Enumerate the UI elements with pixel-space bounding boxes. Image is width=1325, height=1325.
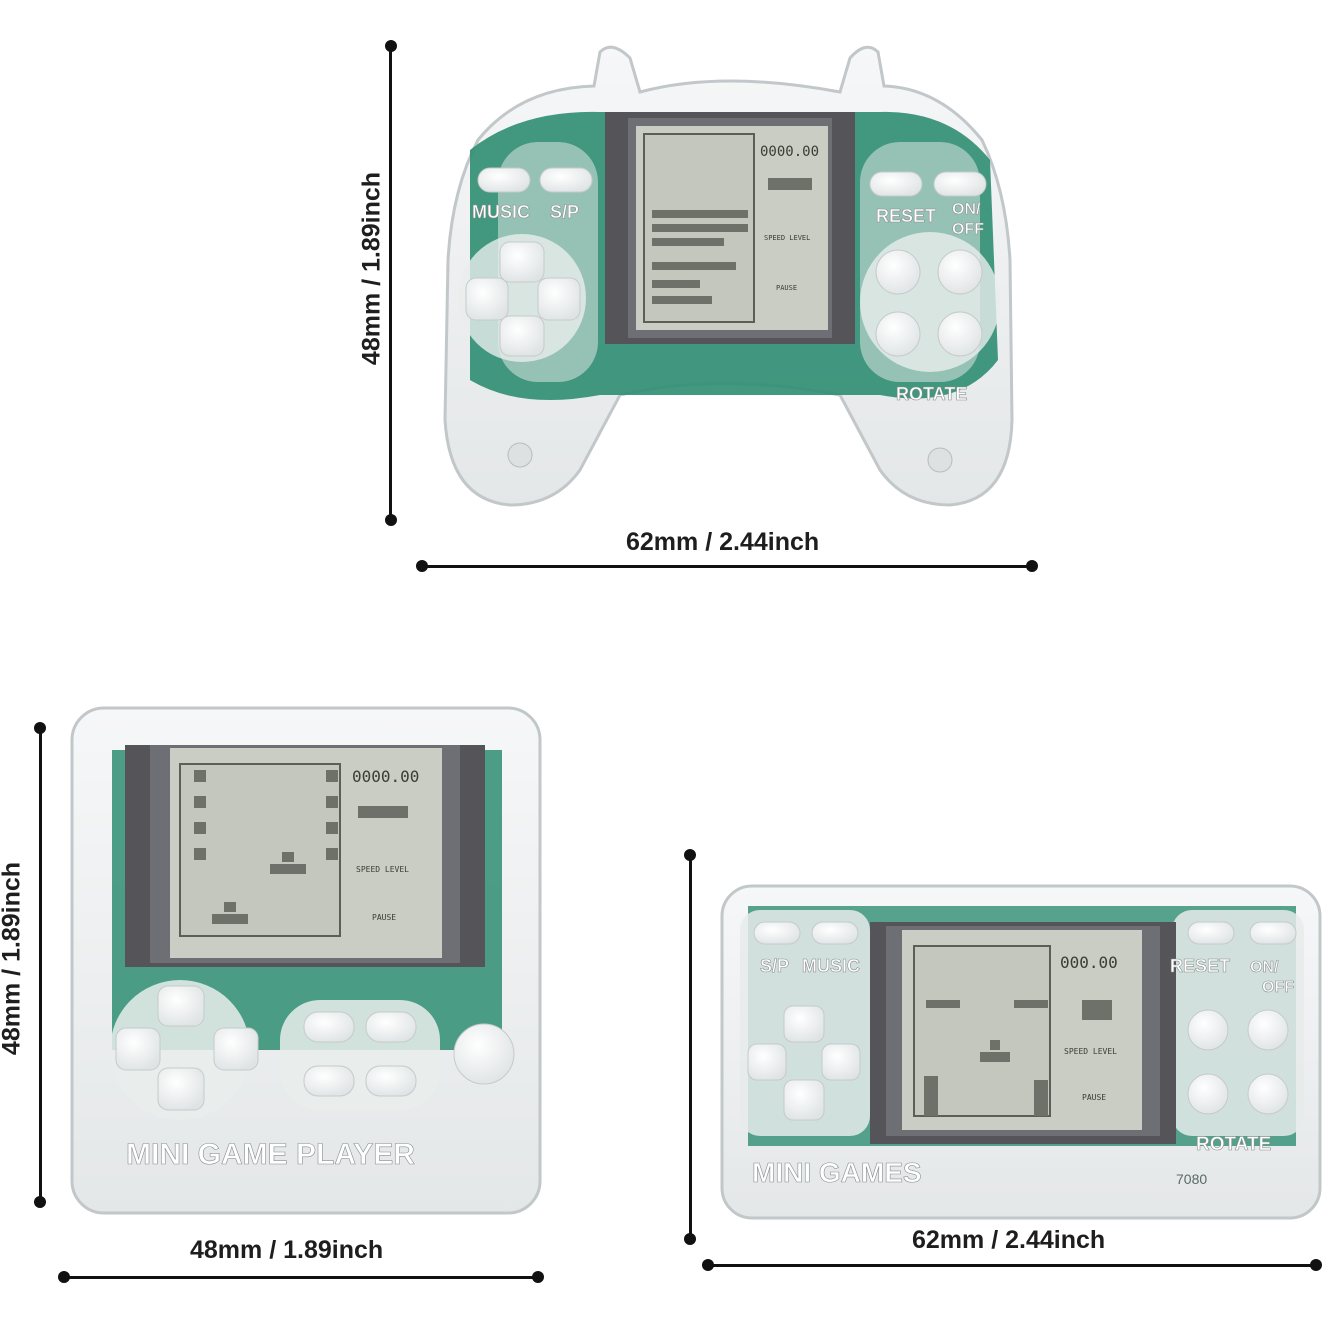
controller-onoff-label-2: OFF [952,221,984,238]
rect-reset-label: RESET [1170,956,1230,976]
dimension-arrow-icon [416,560,428,572]
dimension-arrow-icon [532,1271,544,1283]
controller-height-label: 48mm / 1.89inch [357,171,386,366]
controller-lcd-pause: PAUSE [776,284,797,292]
controller-device: 0000.00 SPEED LEVEL PAUSE MUSIC S/P RESE… [443,45,1014,507]
square-action-buttons-icon[interactable] [280,1000,515,1110]
dimension-arrow-icon [684,849,696,861]
controller-width-line [422,565,1034,568]
square-dpad-icon[interactable] [110,980,259,1120]
dimension-arrow-icon [684,1233,696,1245]
controller-lcd-score: 0000.00 [760,144,819,160]
dimension-arrow-icon [58,1271,70,1283]
dimension-arrow-icon [34,722,46,734]
dimension-arrow-icon [702,1259,714,1271]
controller-sp-label: S/P [550,202,579,222]
rect-width-label: 62mm / 2.44inch [912,1226,1106,1254]
rect-dpad-icon[interactable] [747,1005,861,1121]
square-lcd-score: 0000.00 [352,767,419,786]
square-lcd-speed: SPEED LEVEL [356,865,409,874]
controller-rotate-label: ROTATE [896,384,967,404]
rect-lcd-speed: SPEED LEVEL [1064,1047,1117,1056]
square-device: 0000.00 SPEED LEVEL PAUSE MINI GAME PLAY… [70,706,542,1215]
square-width-label: 48mm / 1.89inch [190,1236,384,1264]
rect-onoff-label-2: OFF [1262,979,1294,996]
square-lcd-pause: PAUSE [372,913,396,922]
dimension-arrow-icon [1310,1259,1322,1271]
rect-sp-label: S/P [760,956,789,976]
rect-lcd-score: 000.00 [1060,953,1118,972]
controller-action-buttons-icon[interactable] [860,232,1000,372]
controller-lcd-speed: SPEED LEVEL [764,234,810,242]
rect-lcd-pause: PAUSE [1082,1093,1106,1102]
rect-rotate-label: ROTATE [1196,1134,1271,1155]
controller-reset-label: RESET [876,206,936,226]
rect-device: 000.00 SPEED LEVEL PAUSE S/P MUSIC RESET… [720,884,1322,1220]
dimension-arrow-icon [1026,560,1038,572]
rect-height-line [689,855,692,1239]
rect-onoff-label-1: ON/ [1250,959,1279,976]
rect-action-buttons-icon[interactable] [1187,1009,1289,1115]
controller-dpad-icon[interactable] [458,234,586,362]
controller-height-line [389,46,392,520]
square-brand-label: MINI GAME PLAYER [126,1138,415,1171]
square-height-line [39,728,42,1202]
controller-music-label: MUSIC [472,202,530,222]
controller-width-label: 62mm / 2.44inch [626,528,820,556]
rect-width-line [708,1264,1318,1267]
square-height-label: 48mm / 1.89inch [0,861,26,1056]
rect-music-label: MUSIC [802,956,860,976]
dimension-arrow-icon [385,514,397,526]
rect-brand-label: MINI GAMES [752,1157,922,1188]
square-width-line [64,1276,538,1279]
dimension-arrow-icon [385,40,397,52]
rect-code-label: 7080 [1176,1171,1207,1187]
controller-onoff-label-1: ON/ [952,201,981,218]
dimension-arrow-icon [34,1196,46,1208]
